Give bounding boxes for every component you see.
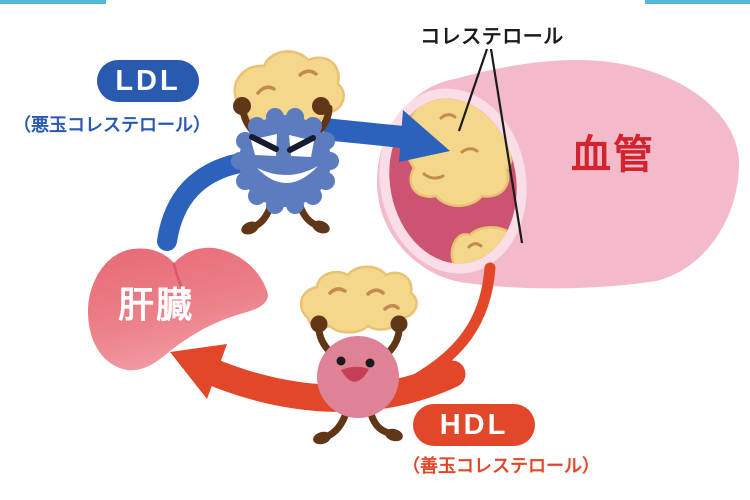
- ldl-subtitle: （悪玉コレステロール）: [13, 115, 211, 135]
- hdl-hands-feet: [310, 315, 408, 445]
- hdl-face: [336, 356, 375, 382]
- ldl-face: [249, 134, 318, 184]
- cholesterol-pointer-lines: [457, 48, 524, 244]
- hdl-character: [299, 265, 418, 445]
- hdl-badge: HDL: [413, 404, 535, 446]
- blood-vessel-label: 血管: [571, 133, 655, 177]
- top-border-right: [645, 0, 750, 4]
- hdl-badge-text: HDL: [439, 408, 509, 441]
- hdl-subtitle: （善玉コレステロール）: [402, 456, 600, 476]
- liver-illustration: [87, 247, 268, 371]
- hdl-cholesterol-blob: [299, 265, 418, 334]
- ldl-badge-text: LDL: [115, 64, 181, 97]
- liver-label: 肝臓: [117, 284, 194, 325]
- hdl-to-liver-arrow: [170, 344, 466, 412]
- cholesterol-label: コレステロール: [420, 26, 564, 48]
- ldl-to-vessel-arrow: [322, 110, 450, 162]
- cholesterol-deposit-top: [404, 90, 514, 207]
- vessel-to-hdl-curve: [398, 262, 496, 392]
- liver-to-ldl-arc: [157, 153, 250, 251]
- top-border-left: [0, 0, 106, 4]
- ldl-character: [231, 50, 345, 235]
- blood-vessel-illustration: [376, 60, 740, 289]
- ldl-badge: LDL: [97, 60, 199, 102]
- ldl-hands-feet: [233, 97, 330, 235]
